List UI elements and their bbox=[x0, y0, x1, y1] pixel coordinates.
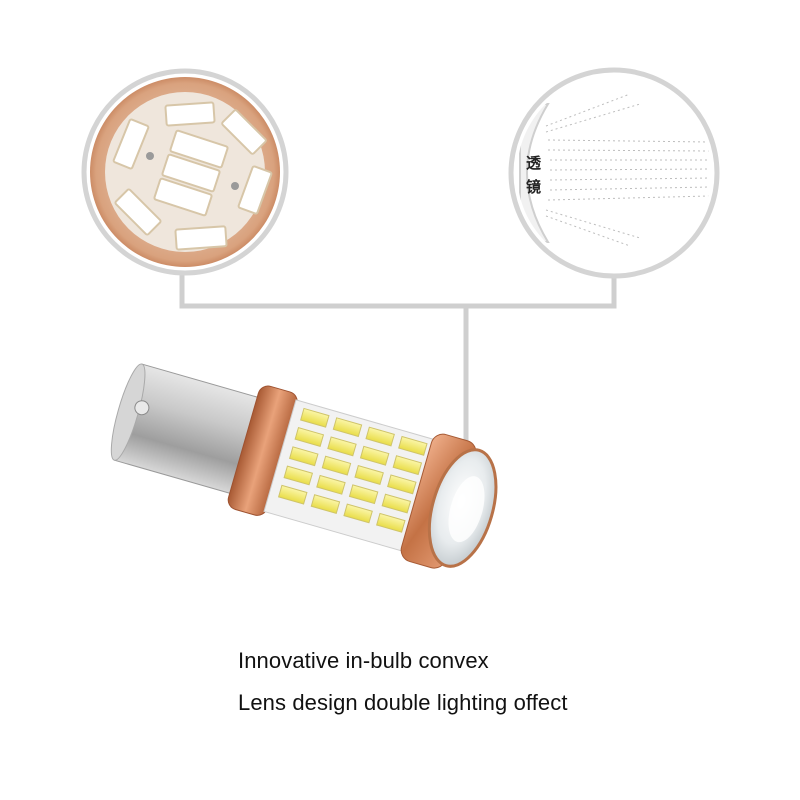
led-chips-top bbox=[112, 101, 273, 251]
light-rays bbox=[545, 93, 711, 247]
bulb-base bbox=[110, 363, 268, 497]
led-bulb bbox=[110, 363, 498, 569]
caption-line-1: Innovative in-bulb convex bbox=[238, 648, 489, 673]
led-top-view-callout bbox=[81, 68, 289, 276]
lens-diagram-callout: 透 镜 bbox=[508, 67, 720, 279]
lens-label-2: 镜 bbox=[526, 178, 541, 196]
lens-label-1: 透 bbox=[526, 154, 542, 172]
caption-line-2: Lens design double lighting offect bbox=[238, 690, 568, 715]
led-body bbox=[263, 399, 441, 554]
